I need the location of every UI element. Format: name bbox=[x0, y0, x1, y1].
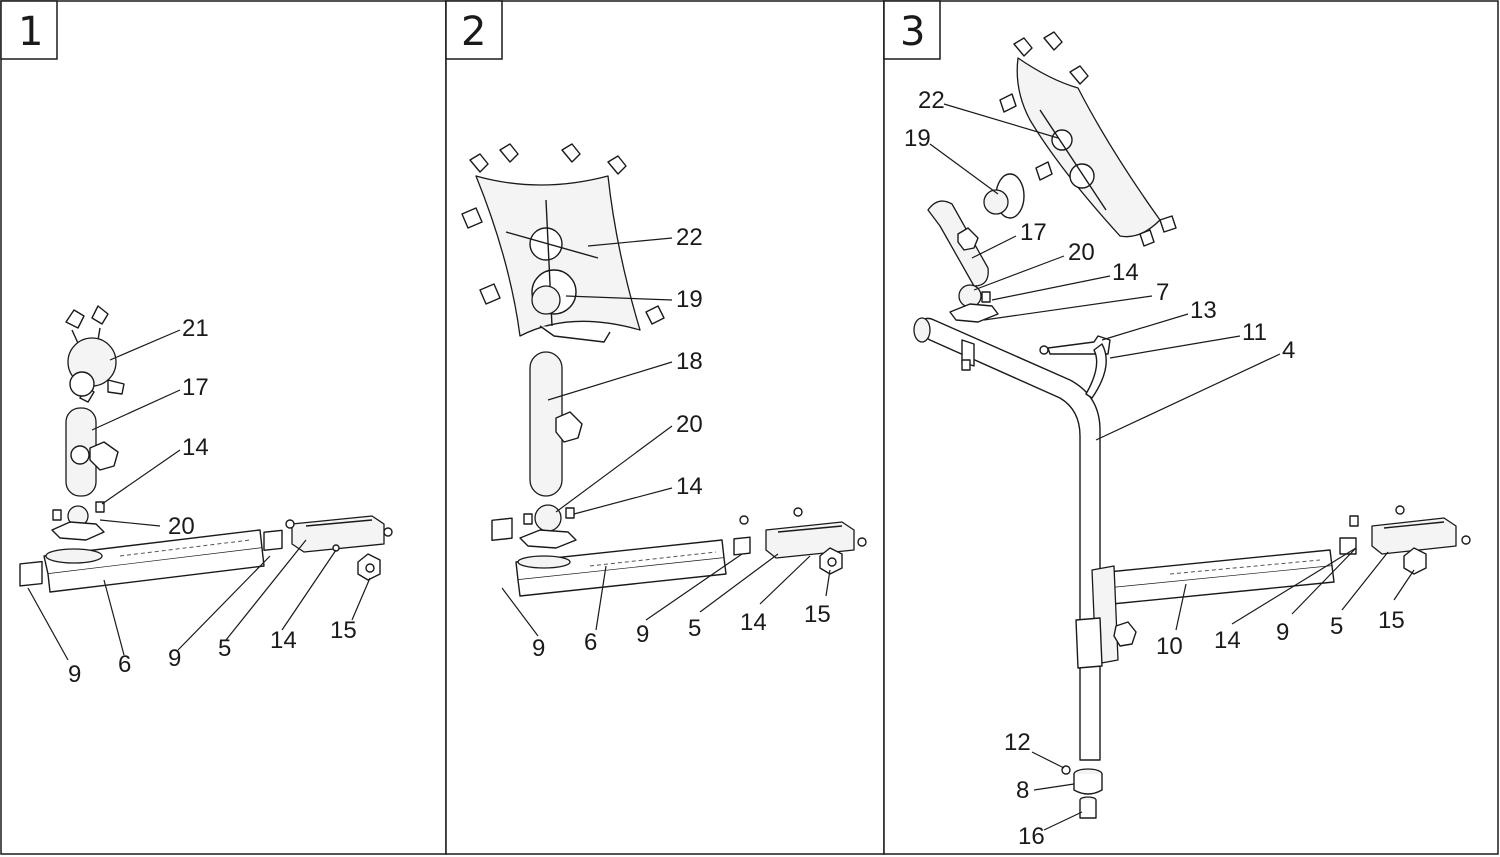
callout-6: 6 bbox=[118, 651, 131, 678]
panel-3-number-box bbox=[883, 0, 941, 60]
callout-9: 9 bbox=[68, 661, 81, 688]
callout-18: 18 bbox=[676, 348, 703, 375]
callout-14-p2: 14 bbox=[676, 473, 703, 500]
part-square-tube-6 bbox=[43, 529, 265, 593]
part-clamp-lever bbox=[1039, 335, 1111, 399]
callout-21: 21 bbox=[182, 315, 209, 342]
part-screw-3 bbox=[1349, 515, 1359, 527]
callout-8-p3: 8 bbox=[1016, 777, 1029, 804]
callout-14b: 14 bbox=[270, 627, 297, 654]
part-x-grip-cradle bbox=[65, 305, 125, 403]
callout-5: 5 bbox=[218, 635, 231, 662]
callout-9-p3: 9 bbox=[1276, 619, 1289, 646]
part-ball-base-3 bbox=[949, 284, 999, 323]
callout-10-p3: 10 bbox=[1156, 633, 1183, 660]
callout-20-p3: 20 bbox=[1068, 239, 1095, 266]
part-double-socket-arm bbox=[65, 407, 119, 497]
panel-1-number-box bbox=[0, 0, 58, 60]
callout-19: 19 bbox=[676, 286, 703, 313]
part-bent-pole bbox=[913, 317, 1101, 761]
callout-22-p3: 22 bbox=[918, 87, 945, 114]
part-end-cap-right bbox=[263, 529, 283, 551]
callout-11-p3: 11 bbox=[1242, 319, 1267, 346]
part-long-arm bbox=[529, 351, 583, 497]
callout-15-p2: 15 bbox=[804, 601, 831, 628]
part-square-tube-6b bbox=[515, 539, 727, 597]
callout-19-p3: 19 bbox=[904, 125, 931, 152]
callout-4-p3: 4 bbox=[1282, 337, 1295, 364]
callout-15-p3: 15 bbox=[1378, 607, 1405, 634]
part-end-cap-right-2 bbox=[733, 536, 751, 556]
part-collar-8 bbox=[1073, 768, 1103, 795]
panel-2-frame bbox=[445, 0, 885, 855]
callout-16-p3: 16 bbox=[1018, 823, 1045, 850]
part-rail-clamp-3 bbox=[1371, 505, 1471, 555]
part-ball-base bbox=[51, 501, 105, 541]
part-ball-plate-19 bbox=[983, 173, 1025, 219]
part-knob bbox=[357, 553, 381, 581]
callout-14: 14 bbox=[182, 434, 209, 461]
callout-17-p3: 17 bbox=[1020, 219, 1047, 246]
callout-17: 17 bbox=[182, 374, 209, 401]
part-foot-16 bbox=[1079, 796, 1097, 819]
part-end-cap-left bbox=[19, 560, 43, 587]
part-knob-2 bbox=[819, 547, 843, 575]
part-ball-19 bbox=[531, 285, 561, 315]
callout-20: 20 bbox=[168, 513, 195, 540]
callout-22: 22 bbox=[676, 224, 703, 251]
callout-14b-p3: 14 bbox=[1214, 627, 1241, 654]
part-double-socket-arm-3 bbox=[927, 200, 989, 287]
panel-2: 2 bbox=[445, 0, 885, 855]
callout-14-p3: 14 bbox=[1112, 259, 1139, 286]
panel-3-frame bbox=[883, 0, 1499, 855]
callout-7-p3: 7 bbox=[1156, 279, 1169, 306]
panel-3-number: 3 bbox=[900, 9, 925, 55]
callout-9b: 9 bbox=[168, 645, 181, 672]
part-end-cap-3 bbox=[1339, 537, 1357, 555]
callout-5-p2: 5 bbox=[688, 615, 701, 642]
callout-14b-p2: 14 bbox=[740, 609, 767, 636]
callout-13-p3: 13 bbox=[1190, 297, 1217, 324]
callout-15: 15 bbox=[330, 617, 357, 644]
callout-9-p2: 9 bbox=[532, 635, 545, 662]
part-end-cap-left-2 bbox=[491, 517, 513, 541]
callout-20-p2: 20 bbox=[676, 411, 703, 438]
panel-3: 3 bbox=[883, 0, 1499, 855]
panel-1-number: 1 bbox=[18, 9, 43, 55]
callout-6-p2: 6 bbox=[584, 629, 597, 656]
part-knob-3 bbox=[1403, 547, 1427, 575]
part-ball-base-2 bbox=[519, 504, 577, 549]
part-tablet-cradle-3 bbox=[999, 31, 1177, 247]
callout-9b-p2: 9 bbox=[636, 621, 649, 648]
panel-1: 1 bbox=[0, 0, 447, 855]
callout-5-p3: 5 bbox=[1330, 613, 1343, 640]
part-square-tube-10 bbox=[1075, 549, 1335, 669]
panel-2-number-box bbox=[445, 0, 503, 60]
callout-12-p3: 12 bbox=[1004, 729, 1031, 756]
panel-2-number: 2 bbox=[461, 9, 486, 55]
